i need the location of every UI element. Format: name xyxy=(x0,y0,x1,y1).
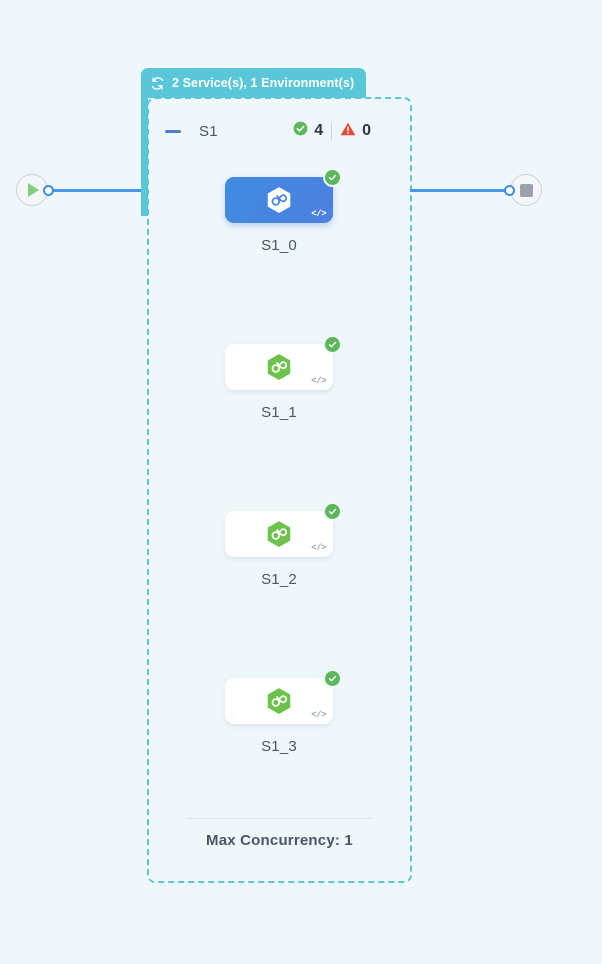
status-divider xyxy=(331,122,333,140)
status-error: 0 xyxy=(340,121,371,142)
node-s1-0[interactable]: </> S1_0 xyxy=(225,168,342,254)
error-count: 0 xyxy=(362,122,371,139)
end-node[interactable] xyxy=(510,174,542,206)
check-circle-icon xyxy=(323,669,342,688)
node-s1-2[interactable]: </> S1_2 xyxy=(225,502,342,588)
hexagon-infinity-icon xyxy=(264,352,294,382)
node-card[interactable]: </> xyxy=(225,335,342,390)
code-icon[interactable]: </> xyxy=(311,710,326,720)
play-icon xyxy=(28,183,39,197)
start-node[interactable] xyxy=(16,174,48,206)
edge-group-to-end xyxy=(410,189,506,192)
node-s1-1[interactable]: </> S1_1 xyxy=(225,335,342,421)
success-count: 4 xyxy=(314,122,324,139)
edge-start-to-group xyxy=(50,189,148,192)
group-title-row: S1 4 0 xyxy=(165,118,395,144)
group-header-label: 2 Service(s), 1 Environment(s) xyxy=(172,76,355,90)
hexagon-infinity-icon xyxy=(264,686,294,716)
node-card[interactable]: </> xyxy=(225,168,342,223)
group-name-label: S1 xyxy=(199,122,218,140)
node-card[interactable]: </> xyxy=(225,669,342,724)
check-circle-icon xyxy=(323,335,342,354)
code-icon[interactable]: </> xyxy=(311,376,326,386)
node-card[interactable]: </> xyxy=(225,502,342,557)
hexagon-infinity-icon xyxy=(264,185,294,215)
end-node-input-port[interactable] xyxy=(504,185,515,196)
check-circle-icon xyxy=(323,168,342,187)
minus-collapse-icon[interactable] xyxy=(165,129,181,133)
group-left-rail xyxy=(141,96,148,216)
node-label: S1_0 xyxy=(261,237,297,254)
code-icon[interactable]: </> xyxy=(311,209,326,219)
check-circle-icon xyxy=(293,121,308,141)
node-label: S1_1 xyxy=(261,404,297,421)
group-container[interactable] xyxy=(147,97,412,883)
group-status-summary: 4 0 xyxy=(293,121,371,142)
hexagon-infinity-icon xyxy=(264,519,294,549)
stop-icon xyxy=(519,183,533,197)
max-concurrency-label: Max Concurrency: 1 xyxy=(206,832,353,849)
status-success: 4 xyxy=(293,121,323,141)
node-label: S1_2 xyxy=(261,571,297,588)
warning-triangle-icon xyxy=(340,121,356,142)
start-node-output-port[interactable] xyxy=(43,185,54,196)
code-icon[interactable]: </> xyxy=(311,543,326,553)
cycle-refresh-icon xyxy=(150,76,165,91)
check-circle-icon xyxy=(323,502,342,521)
group-header-tab[interactable]: 2 Service(s), 1 Environment(s) xyxy=(141,68,367,98)
node-label: S1_3 xyxy=(261,738,297,755)
node-s1-3[interactable]: </> S1_3 xyxy=(225,669,342,755)
group-footer-divider xyxy=(186,818,373,819)
